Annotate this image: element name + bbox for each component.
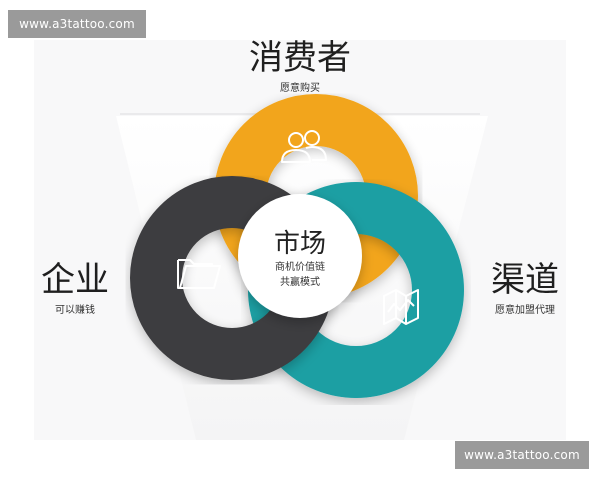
channel-title: 渠道	[491, 260, 559, 300]
center-line-2: 共赢模式	[280, 277, 320, 288]
center-title: 市场	[273, 229, 326, 259]
users-icon	[281, 130, 327, 163]
center-label: 市场 商机价值链 共赢模式	[240, 228, 360, 290]
enterprise-subtitle: 可以赚钱	[55, 305, 95, 316]
enterprise-title: 企业	[41, 260, 109, 300]
consumer-title: 消费者	[249, 38, 351, 78]
folder-icon	[177, 259, 221, 289]
consumer-subtitle: 愿意购买	[280, 83, 320, 94]
channel-subtitle: 愿意加盟代理	[495, 305, 555, 316]
watermark-bottom: www.a3tattoo.com	[455, 441, 589, 469]
consumer-label: 消费者 愿意购买	[220, 38, 380, 96]
center-disk	[238, 194, 362, 318]
enterprise-label: 企业 可以赚钱	[10, 260, 140, 318]
map-icon	[383, 289, 419, 325]
center-line-1: 商机价值链	[275, 262, 325, 273]
watermark-top: www.a3tattoo.com	[8, 10, 146, 38]
channel-label: 渠道 愿意加盟代理	[460, 260, 590, 318]
